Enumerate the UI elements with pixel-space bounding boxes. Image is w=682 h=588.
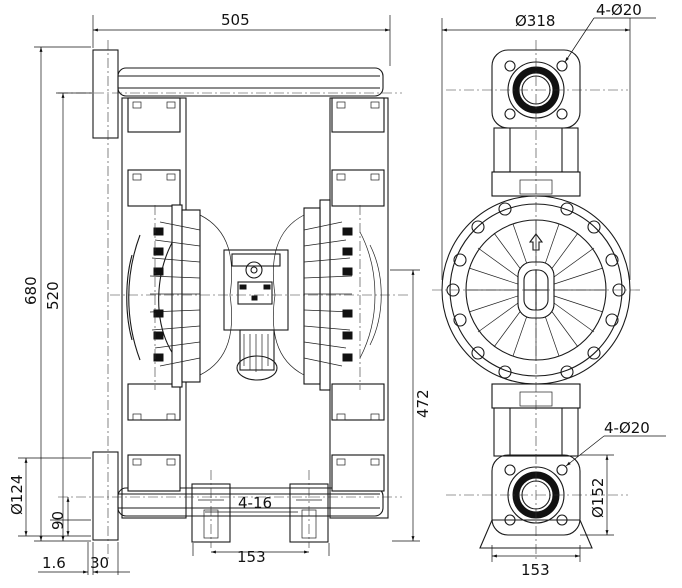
overall-width-label: 505 — [221, 11, 250, 29]
foot-holes-label: 4-16 — [238, 494, 272, 512]
top-flange-diameter-label: Ø318 — [515, 12, 555, 30]
side-view: Ø318 4-Ø20 4-Ø20 Ø152 153 — [432, 1, 666, 579]
flange-thickness-label: 1.6 — [42, 554, 66, 572]
bolt-holes-top-label: 4-Ø20 — [596, 1, 642, 19]
port-centers-label: 520 — [44, 281, 62, 310]
bottom-flange-diameter-label: Ø152 — [589, 478, 607, 518]
bottom-spacing-label: 153 — [521, 561, 550, 579]
flange-diameter-label: Ø124 — [8, 475, 26, 515]
overall-height-label: 680 — [22, 276, 40, 305]
bolt-holes-bottom-label: 4-Ø20 — [604, 419, 650, 437]
flange-offset-label: 90 — [49, 511, 67, 530]
base-width-label: 30 — [90, 554, 109, 572]
outlet-height-label: 472 — [414, 389, 432, 418]
foot-spacing-label: 153 — [237, 548, 266, 566]
front-view: 505 680 520 472 Ø124 90 4-16 153 1.6 30 — [8, 11, 432, 575]
